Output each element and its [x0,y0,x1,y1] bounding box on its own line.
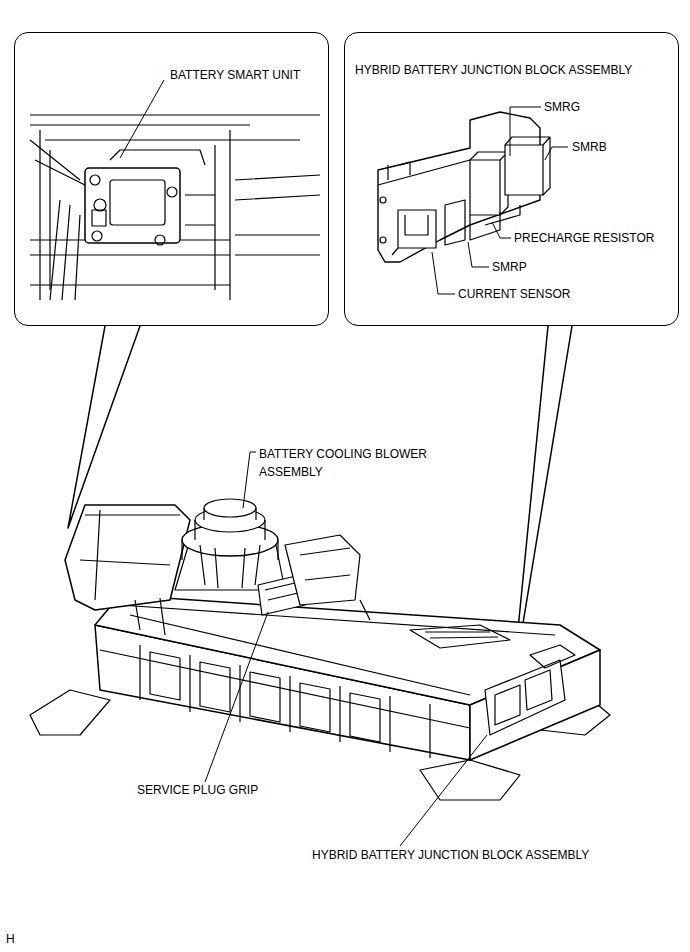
part-label: CURRENT SENSOR [457,287,571,301]
part-label: SMRP [491,260,528,274]
panel-label: BATTERY SMART UNIT [169,68,301,82]
part-label: PRECHARGE RESISTOR [513,231,655,245]
smart-unit-inset [30,115,320,300]
part-label: HYBRID BATTERY JUNCTION BLOCK ASSEMBLY [311,848,590,862]
part-label: SERVICE PLUG GRIP [136,783,259,797]
part-label: SMRG [543,100,581,114]
part-label: SMRB [571,140,608,154]
part-label: BATTERY COOLING BLOWER ASSEMBLY [258,445,460,481]
panel-label: HYBRID BATTERY JUNCTION BLOCK ASSEMBLY [354,63,633,77]
battery-pack [30,499,610,800]
inset-panel: BATTERY SMART UNIT [14,32,329,326]
inset-panel: HYBRID BATTERY JUNCTION BLOCK ASSEMBLY [344,32,679,326]
figure-code: H [5,932,16,946]
